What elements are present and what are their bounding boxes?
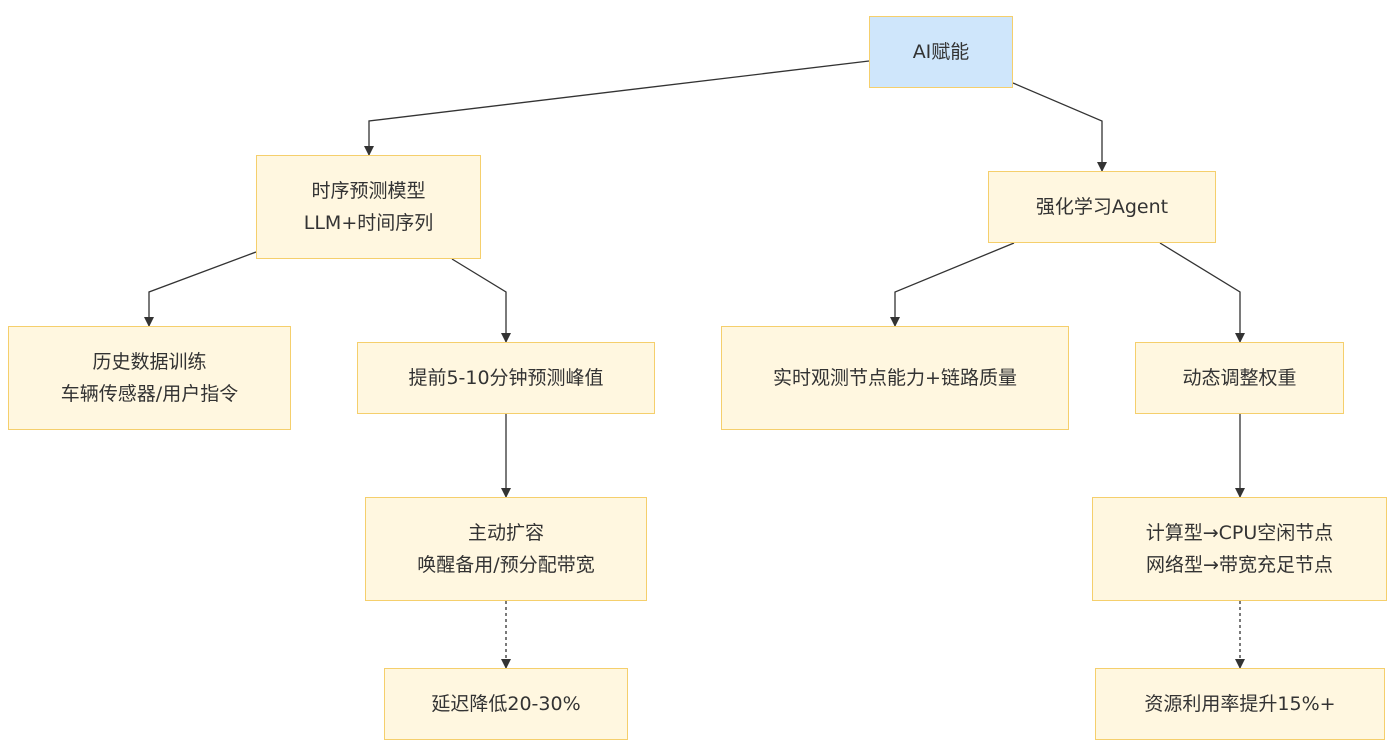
node-realtime-observe-label: 实时观测节点能力+链路质量 (773, 367, 1017, 389)
node-history-training-label-2: 车辆传感器/用户指令 (60, 383, 239, 405)
node-routing: 计算型→CPU空闲节点 网络型→带宽充足节点 (1092, 497, 1387, 601)
node-timeseries-model-label-2: LLM+时间序列 (303, 212, 434, 234)
node-utilization-increase-label: 资源利用率提升15%+ (1144, 693, 1336, 715)
node-routing-label-1: 计算型→CPU空闲节点 (1145, 522, 1334, 544)
node-history-training: 历史数据训练 车辆传感器/用户指令 (8, 326, 291, 430)
edge-rl_agent-to-observe (890, 242, 1015, 327)
node-scale-up: 主动扩容 唤醒备用/预分配带宽 (365, 497, 647, 601)
node-utilization-increase: 资源利用率提升15%+ (1095, 668, 1385, 740)
node-rl-agent-label: 强化学习Agent (1035, 196, 1169, 218)
node-predict-peak: 提前5-10分钟预测峰值 (357, 342, 655, 414)
edge-rl_agent-to-adjust_weight (1159, 242, 1245, 343)
node-ai-empowerment: AI赋能 (869, 16, 1013, 88)
node-adjust-weight-label: 动态调整权重 (1182, 367, 1297, 389)
node-routing-label-2: 网络型→带宽充足节点 (1146, 554, 1333, 576)
node-predict-peak-label: 提前5-10分钟预测峰值 (408, 367, 604, 389)
edge-timeseries-to-predict_peak (451, 258, 511, 343)
node-ai-empowerment-label: AI赋能 (912, 41, 970, 63)
node-timeseries-model-label-1: 时序预测模型 (311, 180, 426, 202)
node-latency-reduction: 延迟降低20-30% (384, 668, 628, 740)
edge-timeseries-to-history (144, 251, 257, 327)
node-history-training-label-1: 历史数据训练 (92, 351, 207, 373)
node-rl-agent: 强化学习Agent (988, 171, 1216, 243)
node-scale-up-label-2: 唤醒备用/预分配带宽 (417, 554, 595, 576)
node-adjust-weight: 动态调整权重 (1135, 342, 1344, 414)
edge-root-to-timeseries (364, 60, 870, 156)
node-timeseries-model: 时序预测模型 LLM+时间序列 (256, 155, 481, 259)
node-realtime-observe: 实时观测节点能力+链路质量 (721, 326, 1069, 430)
edge-root-to-rl_agent (1012, 82, 1107, 172)
node-scale-up-label-1: 主动扩容 (467, 522, 544, 544)
node-latency-reduction-label: 延迟降低20-30% (431, 693, 581, 715)
